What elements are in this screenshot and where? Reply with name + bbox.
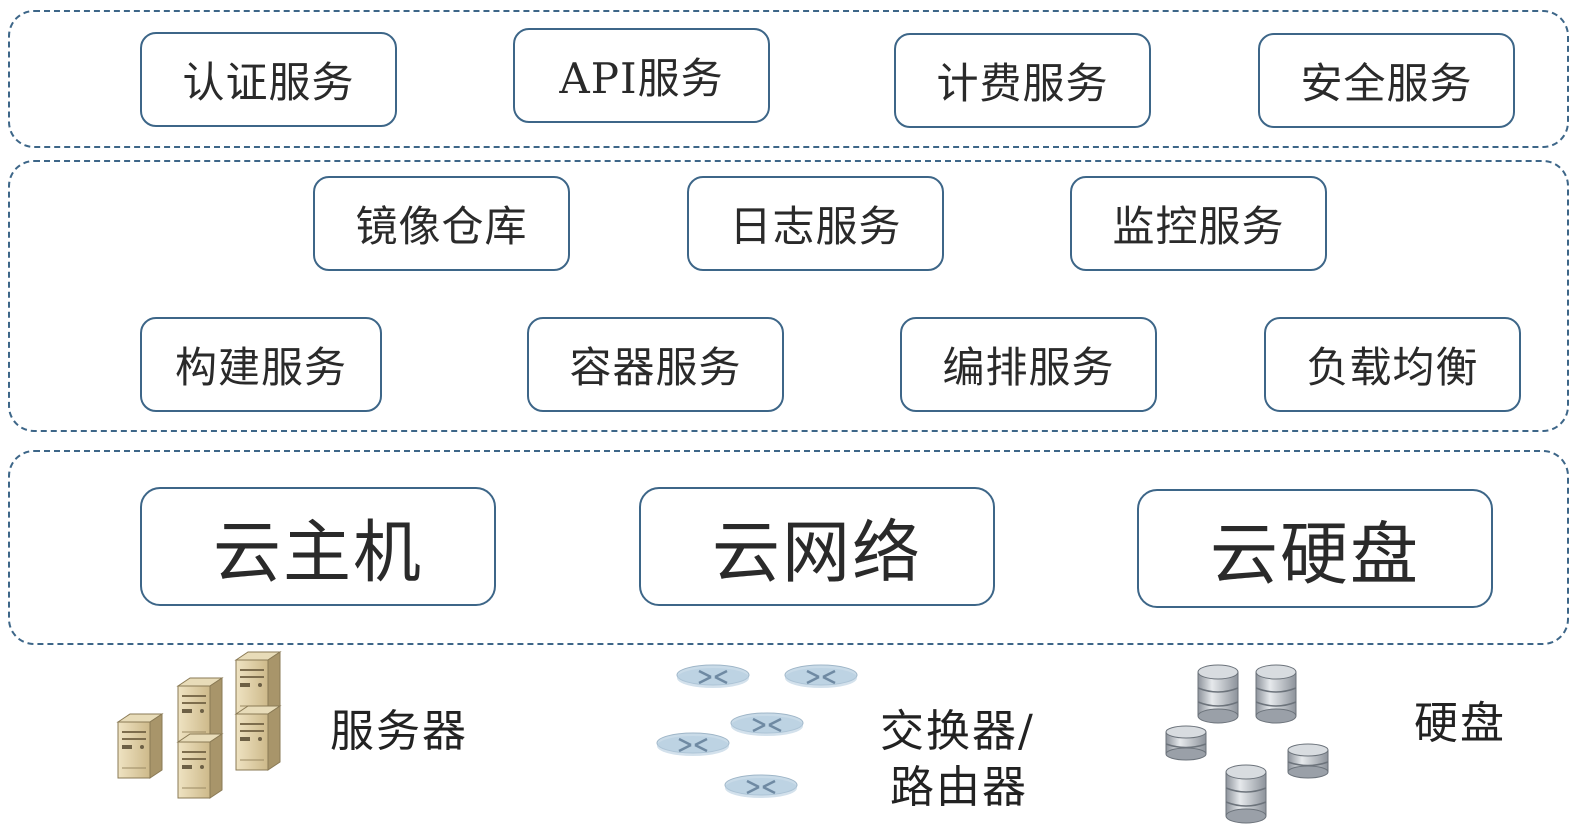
container-service-box: 容器服务: [527, 317, 784, 412]
auth-service-box: 认证服务: [140, 32, 397, 127]
middle-service-layer: [8, 160, 1569, 432]
top-service-layer: [8, 10, 1569, 148]
cloud-host-box: 云主机: [140, 487, 496, 606]
server-cluster-icon: [117, 651, 281, 799]
infrastructure-layer: [8, 450, 1569, 645]
switch-router-icon: [655, 663, 859, 800]
disk-storage-icon: [1165, 664, 1329, 824]
billing-service-box: 计费服务: [894, 33, 1151, 128]
orchestration-service-box: 编排服务: [900, 317, 1157, 412]
network-label-line2: 路由器: [890, 762, 1028, 813]
image-registry-box: 镜像仓库: [313, 176, 570, 271]
load-balancer-box: 负载均衡: [1264, 317, 1521, 412]
servers-label: 服务器: [330, 706, 468, 757]
monitor-service-box: 监控服务: [1070, 176, 1327, 271]
network-label-line1: 交换器/: [880, 706, 1035, 757]
security-service-box: 安全服务: [1258, 33, 1515, 128]
cloud-network-box: 云网络: [639, 487, 995, 606]
cloud-disk-box: 云硬盘: [1137, 489, 1493, 608]
build-service-box: 构建服务: [140, 317, 382, 412]
log-service-box: 日志服务: [687, 176, 944, 271]
api-service-box: API服务: [513, 28, 770, 123]
disks-label: 硬盘: [1414, 698, 1506, 749]
